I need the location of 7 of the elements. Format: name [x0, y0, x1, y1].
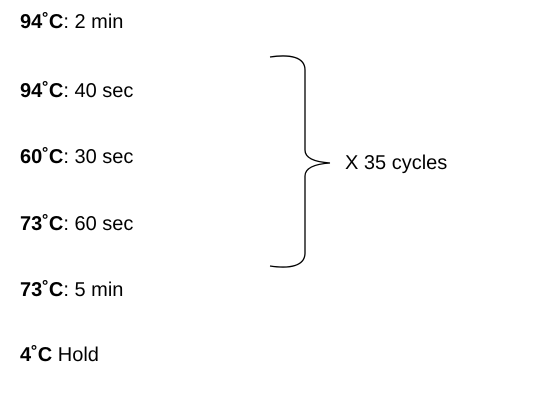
step-text: 94˚C: 2 min: [20, 10, 124, 34]
step-text: 73˚C: 5 min: [20, 278, 124, 302]
step-text: 73˚C: 60 sec: [20, 212, 134, 236]
step-text: 4˚C Hold: [20, 343, 99, 367]
step-text: 94˚C: 40 sec: [20, 79, 134, 103]
cycle-count-text: X 35 cycles: [345, 151, 448, 175]
step-text: 60˚C: 30 sec: [20, 145, 134, 169]
